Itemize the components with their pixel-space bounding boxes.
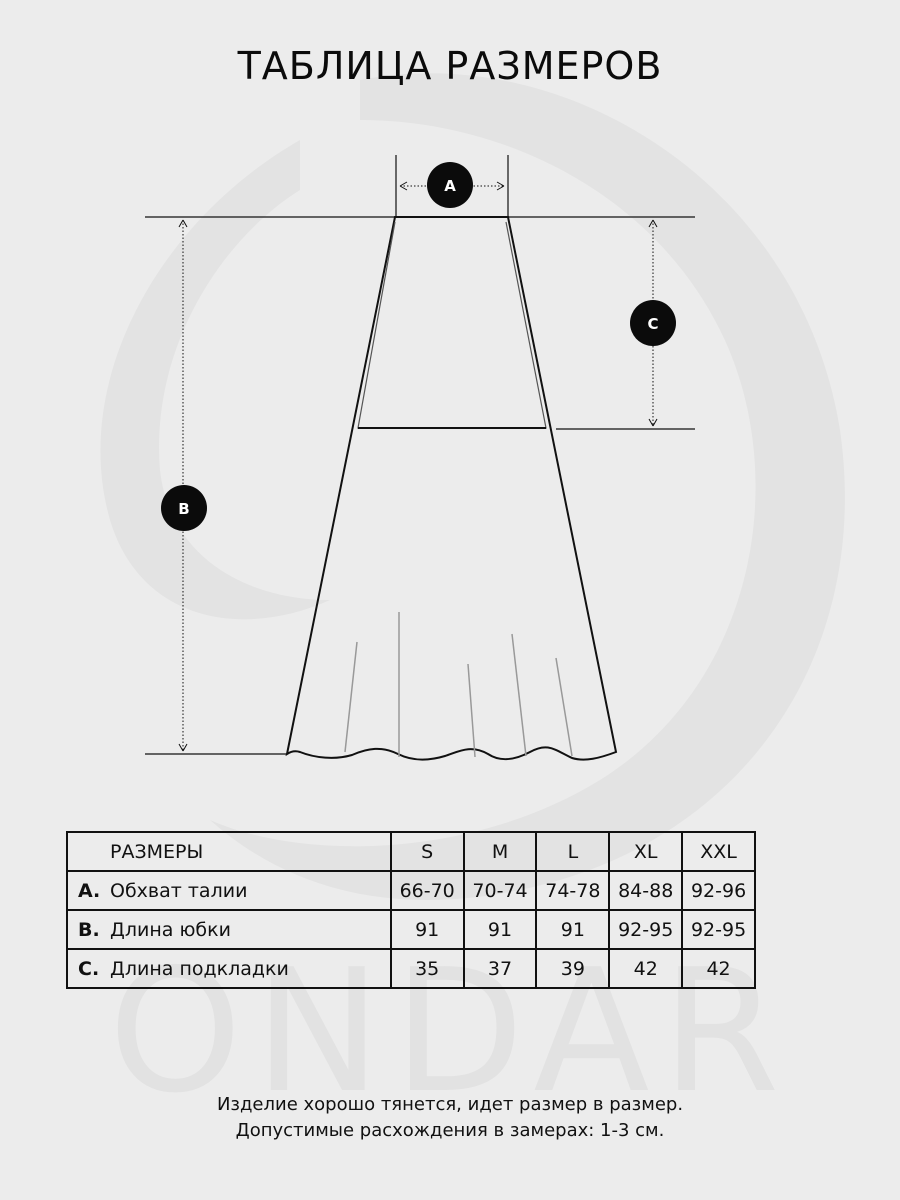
table-cell: 42	[608, 948, 684, 989]
lining-outline	[357, 221, 547, 429]
table-cell: 84-88	[608, 870, 684, 911]
table-row: A. Обхват талии 66-70 70-74 74-78 84-88 …	[66, 870, 756, 911]
table-cell: 35	[389, 948, 465, 989]
row-name: Длина подкладки	[110, 957, 289, 980]
header-label: РАЗМЕРЫ	[110, 840, 204, 863]
table-cell: 92-95	[681, 909, 756, 950]
footer-line-1: Изделие хорошо тянется, идет размер в ра…	[216, 1094, 684, 1115]
skirt-outline	[285, 216, 618, 761]
footer-line-2: Допустимые расхождения в замерах: 1-3 см…	[235, 1120, 665, 1141]
row-letter: C.	[78, 957, 100, 980]
fold-line	[467, 663, 476, 758]
size-header: XXL	[681, 831, 756, 872]
svg-text:A: A	[444, 177, 456, 195]
svg-text:C: C	[647, 315, 658, 333]
row-letter: A.	[78, 879, 101, 902]
table-cell: 91	[535, 909, 611, 950]
badge-a: A	[427, 162, 473, 208]
table-cell: 91	[462, 909, 538, 950]
table-cell: 66-70	[389, 870, 465, 911]
row-letter: B.	[78, 918, 100, 941]
fold-line	[511, 633, 527, 757]
svg-text:B: B	[178, 500, 189, 518]
table-cell: 92-96	[681, 870, 756, 911]
table-cell: 74-78	[535, 870, 611, 911]
size-header: M	[462, 831, 538, 872]
row-name: Длина юбки	[110, 918, 231, 941]
page-title: ТАБЛИЦА РАЗМЕРОВ	[237, 44, 663, 88]
badge-c: C	[630, 300, 676, 346]
size-table: РАЗМЕРЫ S M L XL XXL A. Обхват талии 66-…	[66, 831, 756, 989]
size-header: L	[535, 831, 611, 872]
table-cell: 37	[462, 948, 538, 989]
size-header: XL	[608, 831, 684, 872]
fold-line	[344, 641, 358, 753]
table-row: C. Длина подкладки 35 37 39 42 42	[66, 948, 756, 989]
fold-line	[555, 657, 573, 757]
table-cell: 39	[535, 948, 611, 989]
footer-note: Изделие хорошо тянется, идет размер в ра…	[0, 1092, 900, 1144]
table-cell: 70-74	[462, 870, 538, 911]
table-cell: 91	[389, 909, 465, 950]
table-header-row: РАЗМЕРЫ S M L XL XXL	[66, 831, 756, 872]
table-cell: 92-95	[608, 909, 684, 950]
table-row: B. Длина юбки 91 91 91 92-95 92-95	[66, 909, 756, 950]
row-name: Обхват талии	[110, 879, 248, 902]
size-header: S	[389, 831, 465, 872]
skirt-diagram: A B C	[145, 155, 695, 761]
badge-b: B	[161, 485, 207, 531]
table-cell: 42	[681, 948, 756, 989]
